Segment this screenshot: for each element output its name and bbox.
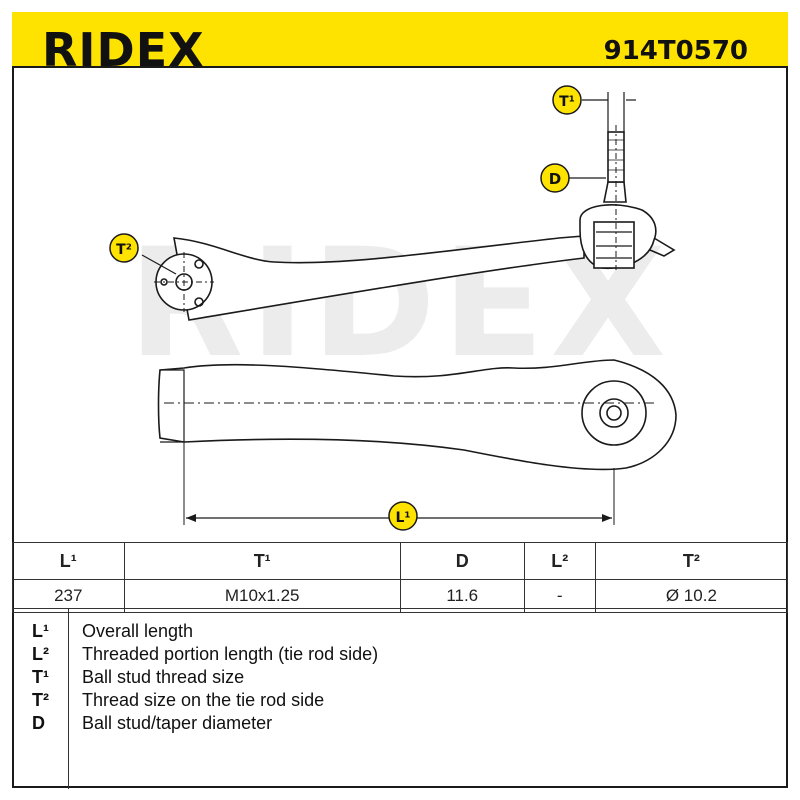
legend-item: L¹ Overall length: [12, 621, 788, 643]
marker-l1: L¹: [388, 501, 418, 531]
spec-value-l1: 237: [12, 579, 125, 613]
technical-drawing: RIDEX: [109, 85, 677, 531]
legend-divider: [68, 609, 69, 789]
part-number: 914T0570: [603, 36, 748, 66]
spec-table: L¹ T¹ D L² T² 237 M10x1.25 11.6 - Ø 10.2: [12, 542, 789, 613]
spec-header-row: L¹ T¹ D L² T²: [12, 542, 789, 580]
legend-key: T¹: [32, 667, 49, 687]
spec-header-l2: L²: [523, 542, 596, 580]
control-arm-side-view: [154, 125, 676, 321]
legend-item: D Ball stud/taper diameter: [12, 713, 788, 735]
legend-text: Threaded portion length (tie rod side): [82, 644, 379, 664]
marker-t1: T¹: [552, 85, 582, 115]
spec-header-t1: T¹: [123, 542, 401, 580]
legend-key: T²: [32, 690, 49, 710]
marker-l1-label: L¹: [395, 510, 410, 526]
legend-item: T² Thread size on the tie rod side: [12, 690, 788, 712]
legend-text: Thread size on the tie rod side: [82, 690, 325, 710]
legend-key: D: [32, 713, 45, 733]
brand-logo: RIDEX: [42, 23, 205, 77]
legend-text: Ball stud thread size: [82, 667, 245, 687]
legend-text: Ball stud/taper diameter: [82, 713, 273, 733]
marker-t2-label: T²: [116, 242, 132, 258]
spec-value-l2: -: [523, 579, 596, 613]
spec-value-row: 237 M10x1.25 11.6 - Ø 10.2: [12, 579, 789, 613]
legend-key: L¹: [32, 621, 49, 641]
spec-value-t2: Ø 10.2: [594, 579, 789, 613]
spec-header-d: D: [399, 542, 525, 580]
marker-t2: T²: [109, 233, 139, 263]
control-arm-top-view: [157, 359, 677, 525]
marker-t1-label: T¹: [559, 94, 575, 110]
spec-header-t2: T²: [594, 542, 789, 580]
spec-header-l1: L¹: [12, 542, 125, 580]
legend-text: Overall length: [82, 621, 194, 641]
spec-value-d: 11.6: [399, 579, 525, 613]
header-bar: RIDEX 914T0570: [12, 12, 788, 73]
legend: L¹ Overall length L² Threaded portion le…: [12, 608, 788, 789]
legend-key: L²: [32, 644, 49, 664]
marker-d: D: [540, 163, 570, 193]
spec-value-t1: M10x1.25: [123, 579, 401, 613]
legend-item: T¹ Ball stud thread size: [12, 667, 788, 689]
legend-item: L² Threaded portion length (tie rod side…: [12, 644, 788, 666]
dimension-leaders: [141, 92, 636, 275]
marker-d-label: D: [549, 170, 561, 188]
